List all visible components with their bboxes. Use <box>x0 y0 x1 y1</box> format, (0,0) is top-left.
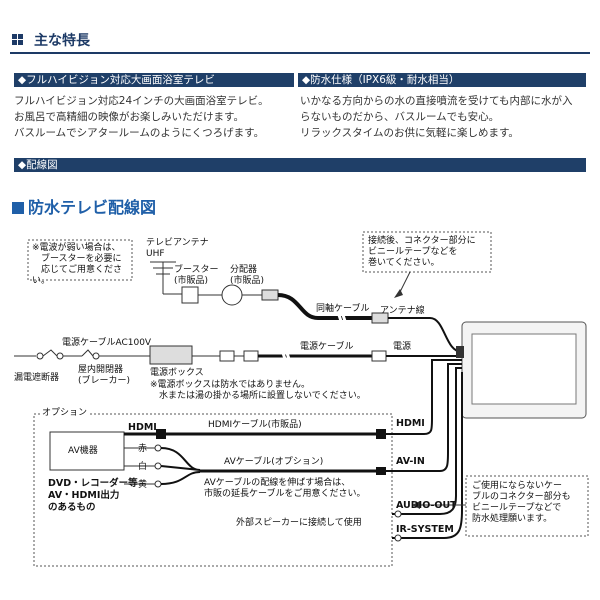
leakage-breaker-icon <box>42 349 58 357</box>
unused-note: ご使用にならないケー ブルのコネクター部分も ビニールテープなどで 防水処理願い… <box>472 481 571 524</box>
speaker-note: 外部スピーカーに接続して使用 <box>236 518 362 528</box>
coax-cable <box>277 293 372 320</box>
antenna-wire-label: アンテナ線 <box>380 306 425 316</box>
section-header: 主な特長 <box>10 28 590 54</box>
power-label: 電源 <box>393 342 412 352</box>
tape-note: 接続後、コネクター部分に ビニールテープなどを 巻いてください。 <box>368 236 476 268</box>
tv-port-block <box>456 346 464 358</box>
diagram-title-text: 防水テレビ配線図 <box>28 198 157 217</box>
option-box <box>33 413 393 567</box>
wiring-band: ◆配線図 <box>14 158 586 172</box>
leakage-breaker-label: 漏電遮断器 <box>14 373 60 383</box>
yellow-label: 黄 <box>138 480 148 490</box>
diagram-title: 防水テレビ配線図 <box>12 194 156 218</box>
title-square-icon <box>12 202 24 214</box>
power-cable-ac-label: 電源ケーブルAC100V <box>62 338 152 348</box>
booster-note-box <box>27 239 133 281</box>
power-connector <box>371 350 387 362</box>
av-in-label: AV-IN <box>396 456 425 467</box>
tv-screen <box>471 333 577 405</box>
indoor-switch-icon <box>81 349 94 357</box>
av-cable-label: AVケーブル(オプション) <box>224 457 324 467</box>
page-title: 主な特長 <box>34 33 90 49</box>
header-squares-icon <box>12 34 23 45</box>
hdmi-label: HDMI <box>128 422 157 433</box>
splitter-label: 分配器 (市販品) <box>230 265 265 286</box>
booster-box <box>181 286 199 304</box>
indoor-switch-label: 屋内開閉器 (ブレーカー) <box>78 365 131 386</box>
antenna-icon <box>150 261 182 295</box>
av-device-box <box>49 431 125 471</box>
av-device-label: AV機器 <box>68 446 98 456</box>
booster-note: ※電波が弱い場合は、 ブースターを必要に 応じてご用意ください。 <box>32 243 123 286</box>
audio-out-cable <box>392 367 462 515</box>
option-label: オプション <box>40 408 90 419</box>
power-cable-label: 電源ケーブル <box>300 342 354 352</box>
white-label: 白 <box>138 462 148 472</box>
tape-note-box <box>362 231 492 273</box>
coax-label: 同軸ケーブル <box>316 304 370 314</box>
feature-body-1: フルハイビジョン対応24インチの大画面浴室テレビ。 お風呂で高精細の映像がお楽し… <box>14 95 269 139</box>
hdmi-port-label: HDMI <box>396 418 425 429</box>
ir-system-label: IR-SYSTEM <box>396 524 454 535</box>
device-desc: DVD・レコーダー等 AV・HDMI出力 のあるもの <box>48 478 138 513</box>
splitter-connector <box>261 289 279 301</box>
hdmi-cable-label: HDMIケーブル(市販品) <box>208 420 302 430</box>
booster-label: ブースター (市販品) <box>174 265 219 286</box>
audio-out-label: AUDIO-OUT <box>396 500 457 511</box>
feature-heading-2: ◆防水仕様（IPX6級・耐水相当） <box>298 73 586 87</box>
red-label: 赤 <box>138 444 148 454</box>
power-box-label: 電源ボックス <box>150 368 204 378</box>
power-box <box>149 345 193 365</box>
antenna-label: テレビアンテナ UHF <box>146 238 209 259</box>
splitter-icon <box>221 284 243 306</box>
av-cable-split <box>160 447 201 485</box>
feature-heading-1: ◆フルハイビジョン対応大画面浴室テレビ <box>14 73 294 87</box>
unused-note-box <box>465 475 589 537</box>
power-box-note: ※電源ボックスは防水ではありません。 水または湯の掛かる場所に設置しないでくださ… <box>150 380 366 401</box>
feature-body-2: いかなる方向からの水の直接噴流を受けても内部に水が入 らないものだから、バスルー… <box>300 95 573 139</box>
ir-system-cable <box>392 372 463 539</box>
extension-note: AVケーブルの配線を伸ばす場合は、 市販の延長ケーブルをご用意ください。 <box>204 478 366 499</box>
